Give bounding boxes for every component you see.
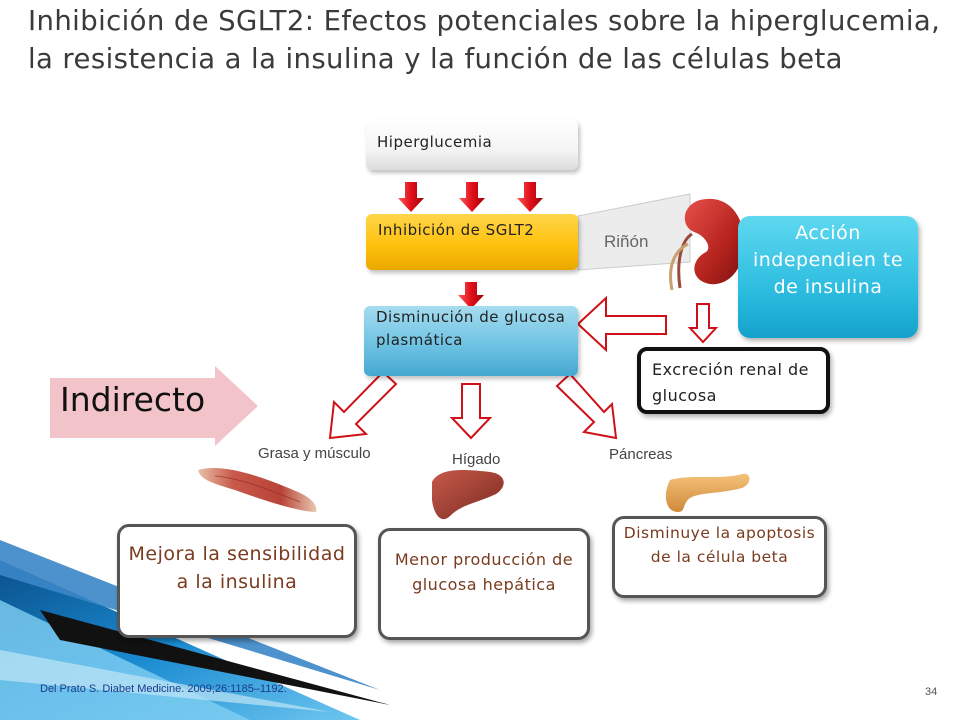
higado-label: Hígado xyxy=(452,451,501,468)
disminucion-box: Disminución de glucosa plasmática xyxy=(364,306,578,376)
hollow-arrow-grasa xyxy=(328,370,398,440)
hollow-arrow-down xyxy=(687,303,719,344)
rinon-wedge xyxy=(577,193,691,271)
muscle-icon xyxy=(198,468,317,512)
outcome-apoptosis: Disminuye la apoptosis de la célula beta xyxy=(612,516,827,598)
pancreas-label: Páncreas xyxy=(609,446,673,463)
outcome-sensibilidad: Mejora la sensibilidad a la insulina xyxy=(117,524,357,638)
hollow-arrow-higado xyxy=(449,383,493,440)
grasa-label: Grasa y músculo xyxy=(258,445,371,462)
pancreas-icon xyxy=(665,473,750,512)
indirecto-arrow xyxy=(50,366,258,446)
page-title: Inhibición de SGLT2: Efectos potenciales… xyxy=(28,5,941,75)
citation: Del Prato S. Diabet Medicine. 2009;26:11… xyxy=(40,683,287,695)
hollow-arrow-pancreas xyxy=(555,372,618,440)
indirecto-label: Indirecto xyxy=(60,380,206,419)
accion-box: Acción independien te de insulina xyxy=(738,216,918,338)
red-arrow xyxy=(398,182,424,212)
red-arrow xyxy=(517,182,543,212)
excrecion-box: Excreción renal de glucosa xyxy=(637,347,830,414)
kidney-icon xyxy=(669,198,745,291)
hiperglucemia-box: Hiperglucemia xyxy=(366,120,578,170)
red-arrow xyxy=(459,182,485,212)
outcome-produccion: Menor producción de glucosa hepática xyxy=(378,528,590,640)
inhibicion-box: Inhibición de SGLT2 xyxy=(366,214,578,270)
rinon-label: Riñón xyxy=(604,232,649,251)
hollow-arrow-left xyxy=(576,295,667,353)
liver-icon xyxy=(432,470,504,520)
red-arrow xyxy=(458,282,484,309)
page-number: 34 xyxy=(925,686,938,698)
